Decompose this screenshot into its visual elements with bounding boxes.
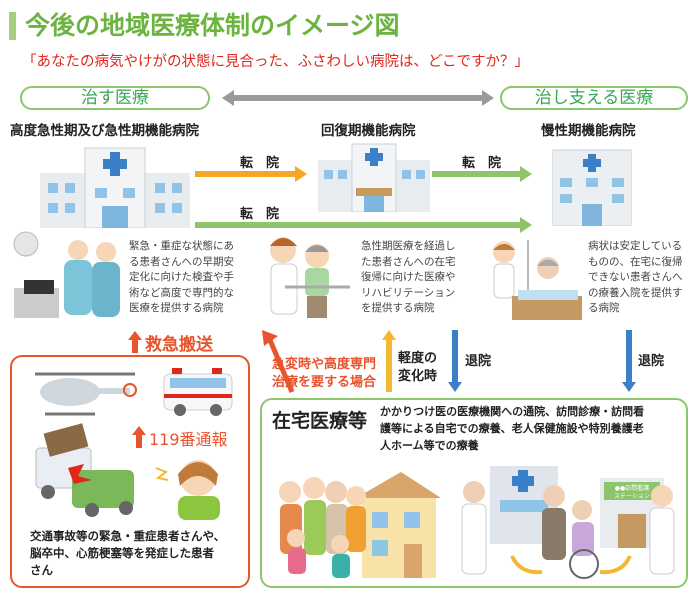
acute-hospital-icon xyxy=(40,147,190,228)
desc-line: 緊急・重症な状態にあ xyxy=(129,240,234,252)
acute-description: 緊急・重症な状態にある患者さんへの早期安定化に向けた検査や手術など高度で専門的な… xyxy=(129,239,234,317)
mild-change-arrow xyxy=(382,330,396,392)
desc-line: た患者さんへの在宅 xyxy=(361,255,456,268)
transfer-arrow-long-green xyxy=(195,217,532,233)
transfer-label-acute-recovery: 転 院 xyxy=(240,156,280,171)
hospital-label-acute: 高度急性期及び急性期機能病院 xyxy=(10,123,199,139)
subtitle: 「あなたの病気やけがの状態に見合った、ふさわしい病院は、どこですか？」 xyxy=(22,54,530,70)
double-arrow-icon xyxy=(222,90,494,106)
station-sign-line2: ステーション xyxy=(614,493,650,500)
bedridden-patient-illustration xyxy=(493,240,582,320)
up-arrow-icon xyxy=(128,331,142,353)
desc-line: 定化に向けた検査や手 xyxy=(129,271,234,283)
transfer-label-acute-chronic: 転 院 xyxy=(240,207,280,222)
emergency-call-label: 119番通報 xyxy=(149,430,228,449)
emergency-box xyxy=(10,355,250,588)
mild-change-label: 軽度の変化時 xyxy=(398,350,437,386)
label-line: 変化時 xyxy=(398,369,438,384)
chronic-description: 病状は安定しているものの、在宅に復帰できない患者さんへの療養入院を提供する病院 xyxy=(588,239,683,317)
desc-line: 人ホーム等での療養 xyxy=(380,439,479,452)
label-line: 急変時や高度専門 xyxy=(272,357,377,372)
desc-line: リハビリテーション xyxy=(361,286,456,299)
title-accent-bar xyxy=(9,12,16,40)
distressed-person-illustration xyxy=(155,460,220,520)
hospital-label-chronic: 慢性期機能病院 xyxy=(541,123,636,139)
desc-line: を提供する病院 xyxy=(361,302,435,314)
desc-line: 病状は安定している xyxy=(588,240,683,252)
home-care-title: 在宅医療等 xyxy=(272,410,368,432)
desc-line: の療養入院を提供す xyxy=(588,286,683,299)
rehabilitation-illustration xyxy=(270,237,350,318)
desc-line: る病院 xyxy=(588,302,620,314)
ambulance-illustration xyxy=(163,368,233,416)
chronic-hospital-icon xyxy=(552,149,632,226)
desc-line: かかりつけ医の医療機関への通院、訪問診療・訪問看 xyxy=(380,405,645,418)
sudden-change-label: 急変時や高度専門治療を要する場合 xyxy=(272,356,376,392)
discharge-arrow-chronic xyxy=(622,330,636,392)
home-care-description: かかりつけ医の医療機関への通院、訪問診療・訪問看護等による自宅での療養、老人保健… xyxy=(380,403,644,454)
community-care-illustration: ●●訪問看護 ステーション xyxy=(461,466,675,579)
cure-care-pill: 治す医療 xyxy=(20,86,210,110)
discharge-label-recovery: 退院 xyxy=(465,354,492,369)
desc-line: できない患者さんへ xyxy=(588,271,683,283)
home-care-box xyxy=(260,398,688,588)
station-sign-line1: ●●訪問看護 xyxy=(615,484,649,492)
transfer-arrow-orange xyxy=(195,166,307,182)
desc-line: ものの、在宅に復帰 xyxy=(588,255,683,268)
desc-line: 交通事故等の緊急・重症患者さんや、 xyxy=(30,529,226,543)
transfer-label-recovery-chronic: 転 院 xyxy=(462,156,502,171)
label-line: 治療を要する場合 xyxy=(272,375,377,390)
surgeons-illustration xyxy=(13,231,120,318)
sudden-change-arrow xyxy=(262,330,295,393)
desc-line: さん xyxy=(30,563,53,577)
up-arrow-icon xyxy=(132,426,146,448)
label-line: 軽度の xyxy=(398,351,438,366)
recovery-hospital-icon xyxy=(318,143,430,212)
transfer-arrow-green xyxy=(432,166,532,182)
page-title: 今後の地域医療体制のイメージ図 xyxy=(25,11,400,40)
desc-line: 医療を提供する病院 xyxy=(129,302,224,314)
desc-line: る患者さんへの早期安 xyxy=(129,255,234,268)
emergency-transport-label: 救急搬送 xyxy=(145,335,213,355)
car-accident-illustration xyxy=(35,423,134,517)
desc-line: 術など高度で専門的な xyxy=(129,286,234,299)
desc-line: 脳卒中、心筋梗塞等を発症した患者 xyxy=(30,546,214,560)
family-and-house-illustration xyxy=(279,472,441,578)
desc-line: 護等による自宅での療養、老人保健施設や特別養護老 xyxy=(380,422,644,435)
hospital-label-recovery: 回復期機能病院 xyxy=(321,123,416,139)
support-care-pill: 治し支える医療 xyxy=(500,86,688,110)
recovery-description: 急性期医療を経過した患者さんへの在宅復帰に向けた医療やリハビリテーションを提供す… xyxy=(361,239,456,317)
desc-line: 急性期医療を経過し xyxy=(361,240,456,252)
desc-line: 復帰に向けた医療や xyxy=(361,271,456,283)
emergency-description: 交通事故等の緊急・重症患者さんや、脳卒中、心筋梗塞等を発症した患者さん xyxy=(30,528,225,579)
helicopter-illustration xyxy=(35,372,137,416)
discharge-label-chronic: 退院 xyxy=(638,354,665,369)
discharge-arrow-recovery xyxy=(448,330,462,392)
